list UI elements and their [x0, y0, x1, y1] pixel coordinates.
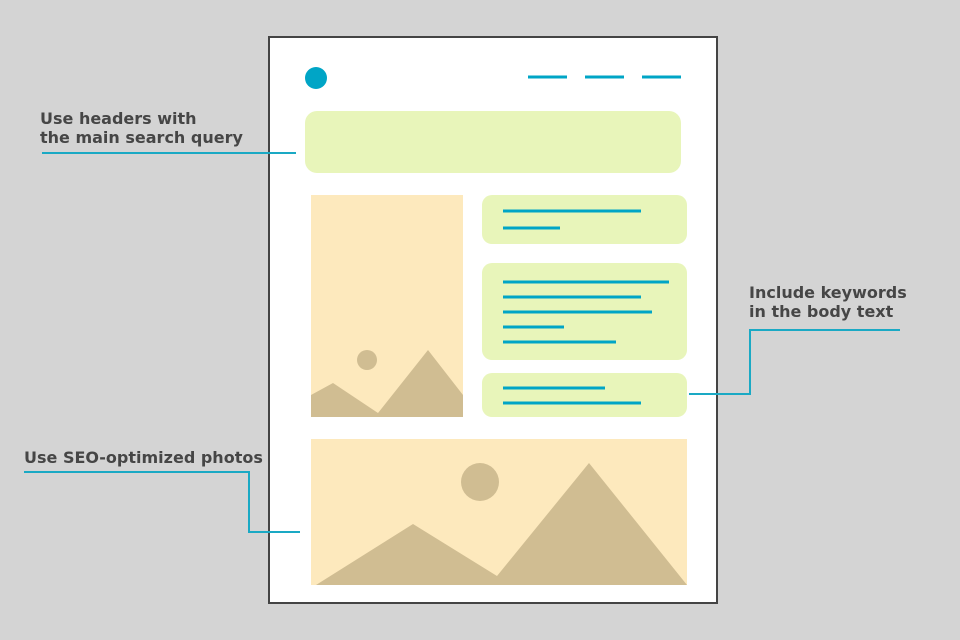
callout-headers-line1: Use headers with: [40, 109, 197, 128]
wide-image-placeholder: [311, 439, 687, 585]
text-block-bg: [482, 195, 687, 244]
header-block: [305, 111, 681, 173]
sun-icon: [461, 463, 499, 501]
text-block-3: [482, 373, 687, 417]
mountain-icon: [311, 350, 463, 417]
callout-line-keywords: [689, 329, 900, 395]
mountain-icon: [316, 463, 687, 585]
callout-photos-line1: Use SEO-optimized photos: [24, 448, 263, 467]
text-block-1: [482, 195, 687, 244]
sun-icon: [357, 350, 377, 370]
callout-keywords-line1: Include keywords: [749, 283, 907, 302]
logo-icon: [305, 67, 327, 89]
text-block-bg: [482, 373, 687, 417]
side-image-placeholder: [311, 195, 463, 417]
callout-headers-line2: the main search query: [40, 128, 243, 147]
text-block-2: [482, 263, 687, 360]
callout-line-photos: [24, 471, 300, 533]
callout-keywords-line2: in the body text: [749, 302, 894, 321]
